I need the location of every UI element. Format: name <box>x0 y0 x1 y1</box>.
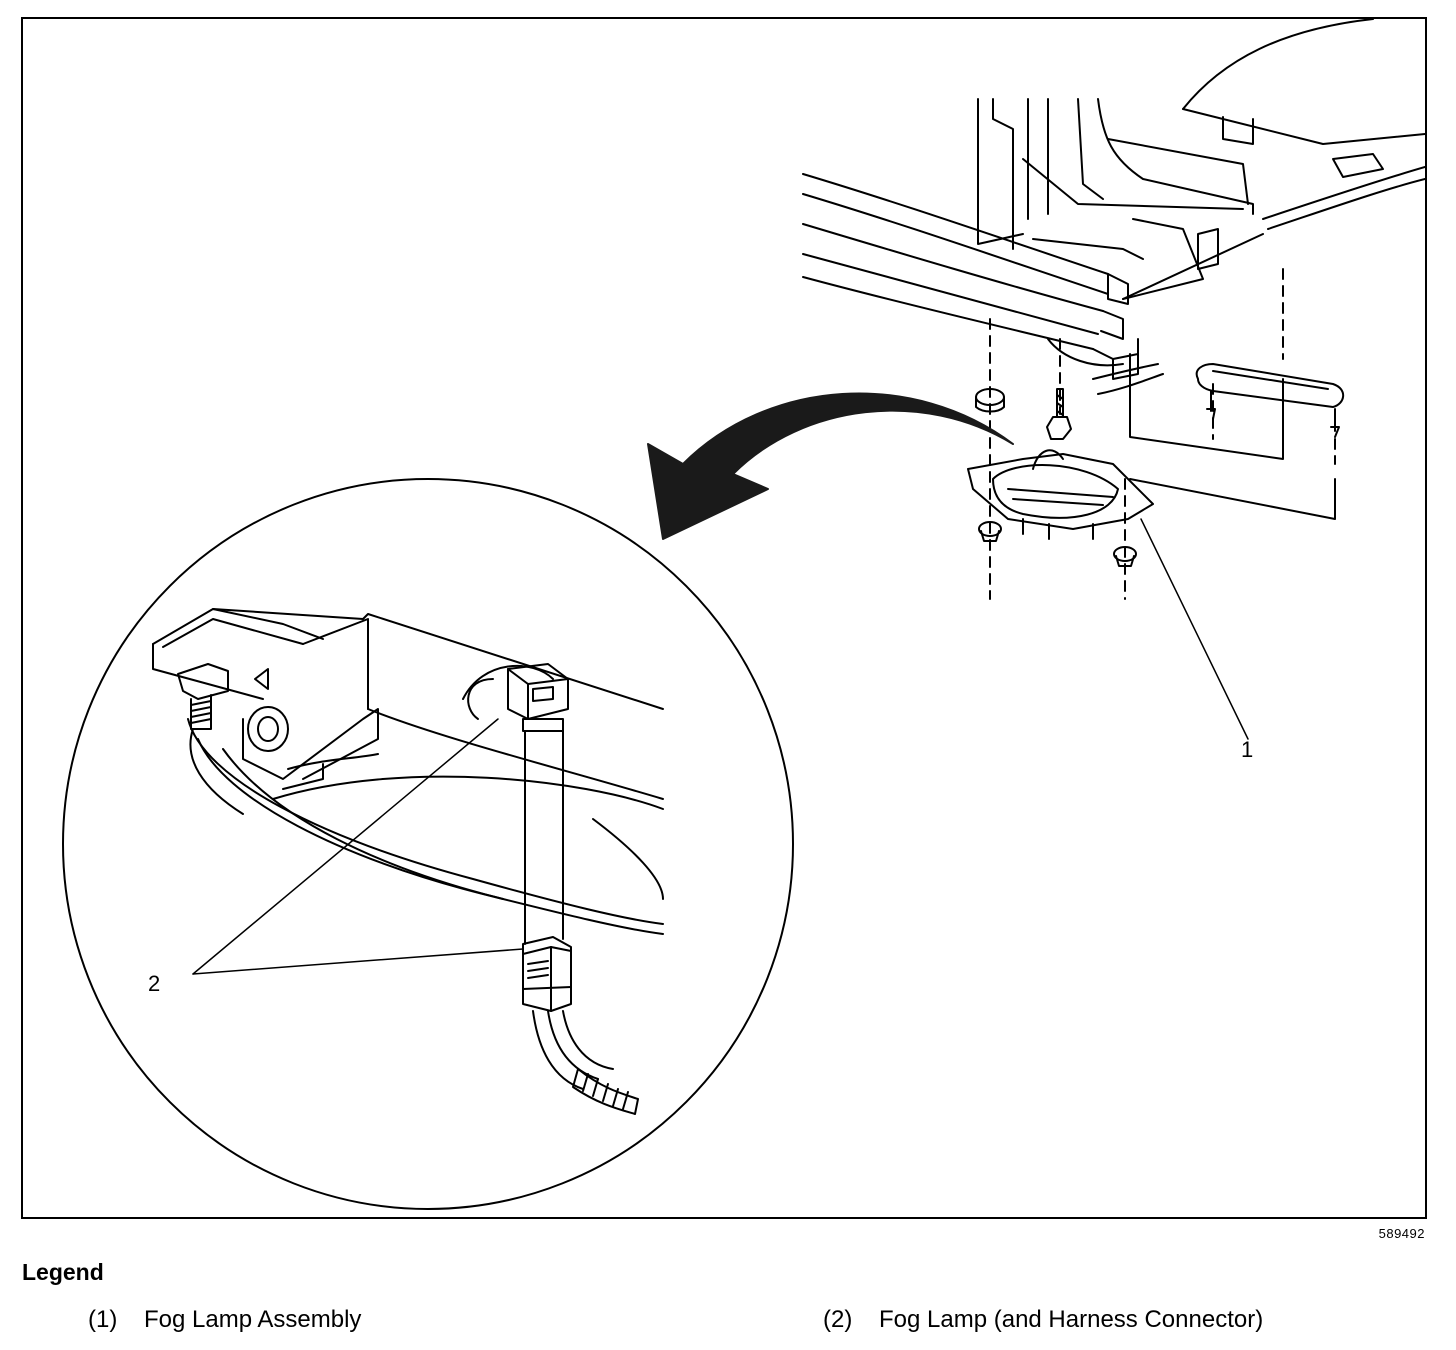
vehicle-front-structure <box>802 19 1425 395</box>
legend-title: Legend <box>22 1259 104 1285</box>
legend-item-label: Fog Lamp Assembly <box>144 1306 362 1333</box>
legend-item-number: (1) <box>88 1306 118 1333</box>
legend-item-fog-lamp-harness-connector: (2) Fog Lamp (and Harness Connector) <box>823 1306 1263 1334</box>
figure-id: 589492 <box>1378 1226 1425 1241</box>
callout-2-label: 2 <box>148 971 160 996</box>
fog-lamp-diagram: 1 2 <box>62 19 1425 1210</box>
exploded-fog-lamp-parts <box>967 268 1345 740</box>
callout-1-label: 1 <box>1241 737 1253 762</box>
legend-item-number: (2) <box>823 1306 853 1333</box>
diagram-frame: 1 2 <box>21 17 1427 1219</box>
detail-view <box>62 478 794 1210</box>
detail-arrow <box>647 392 1014 540</box>
legend-item-fog-lamp-assembly: (1) Fog Lamp Assembly <box>88 1306 361 1334</box>
legend-item-label: Fog Lamp (and Harness Connector) <box>879 1306 1264 1333</box>
